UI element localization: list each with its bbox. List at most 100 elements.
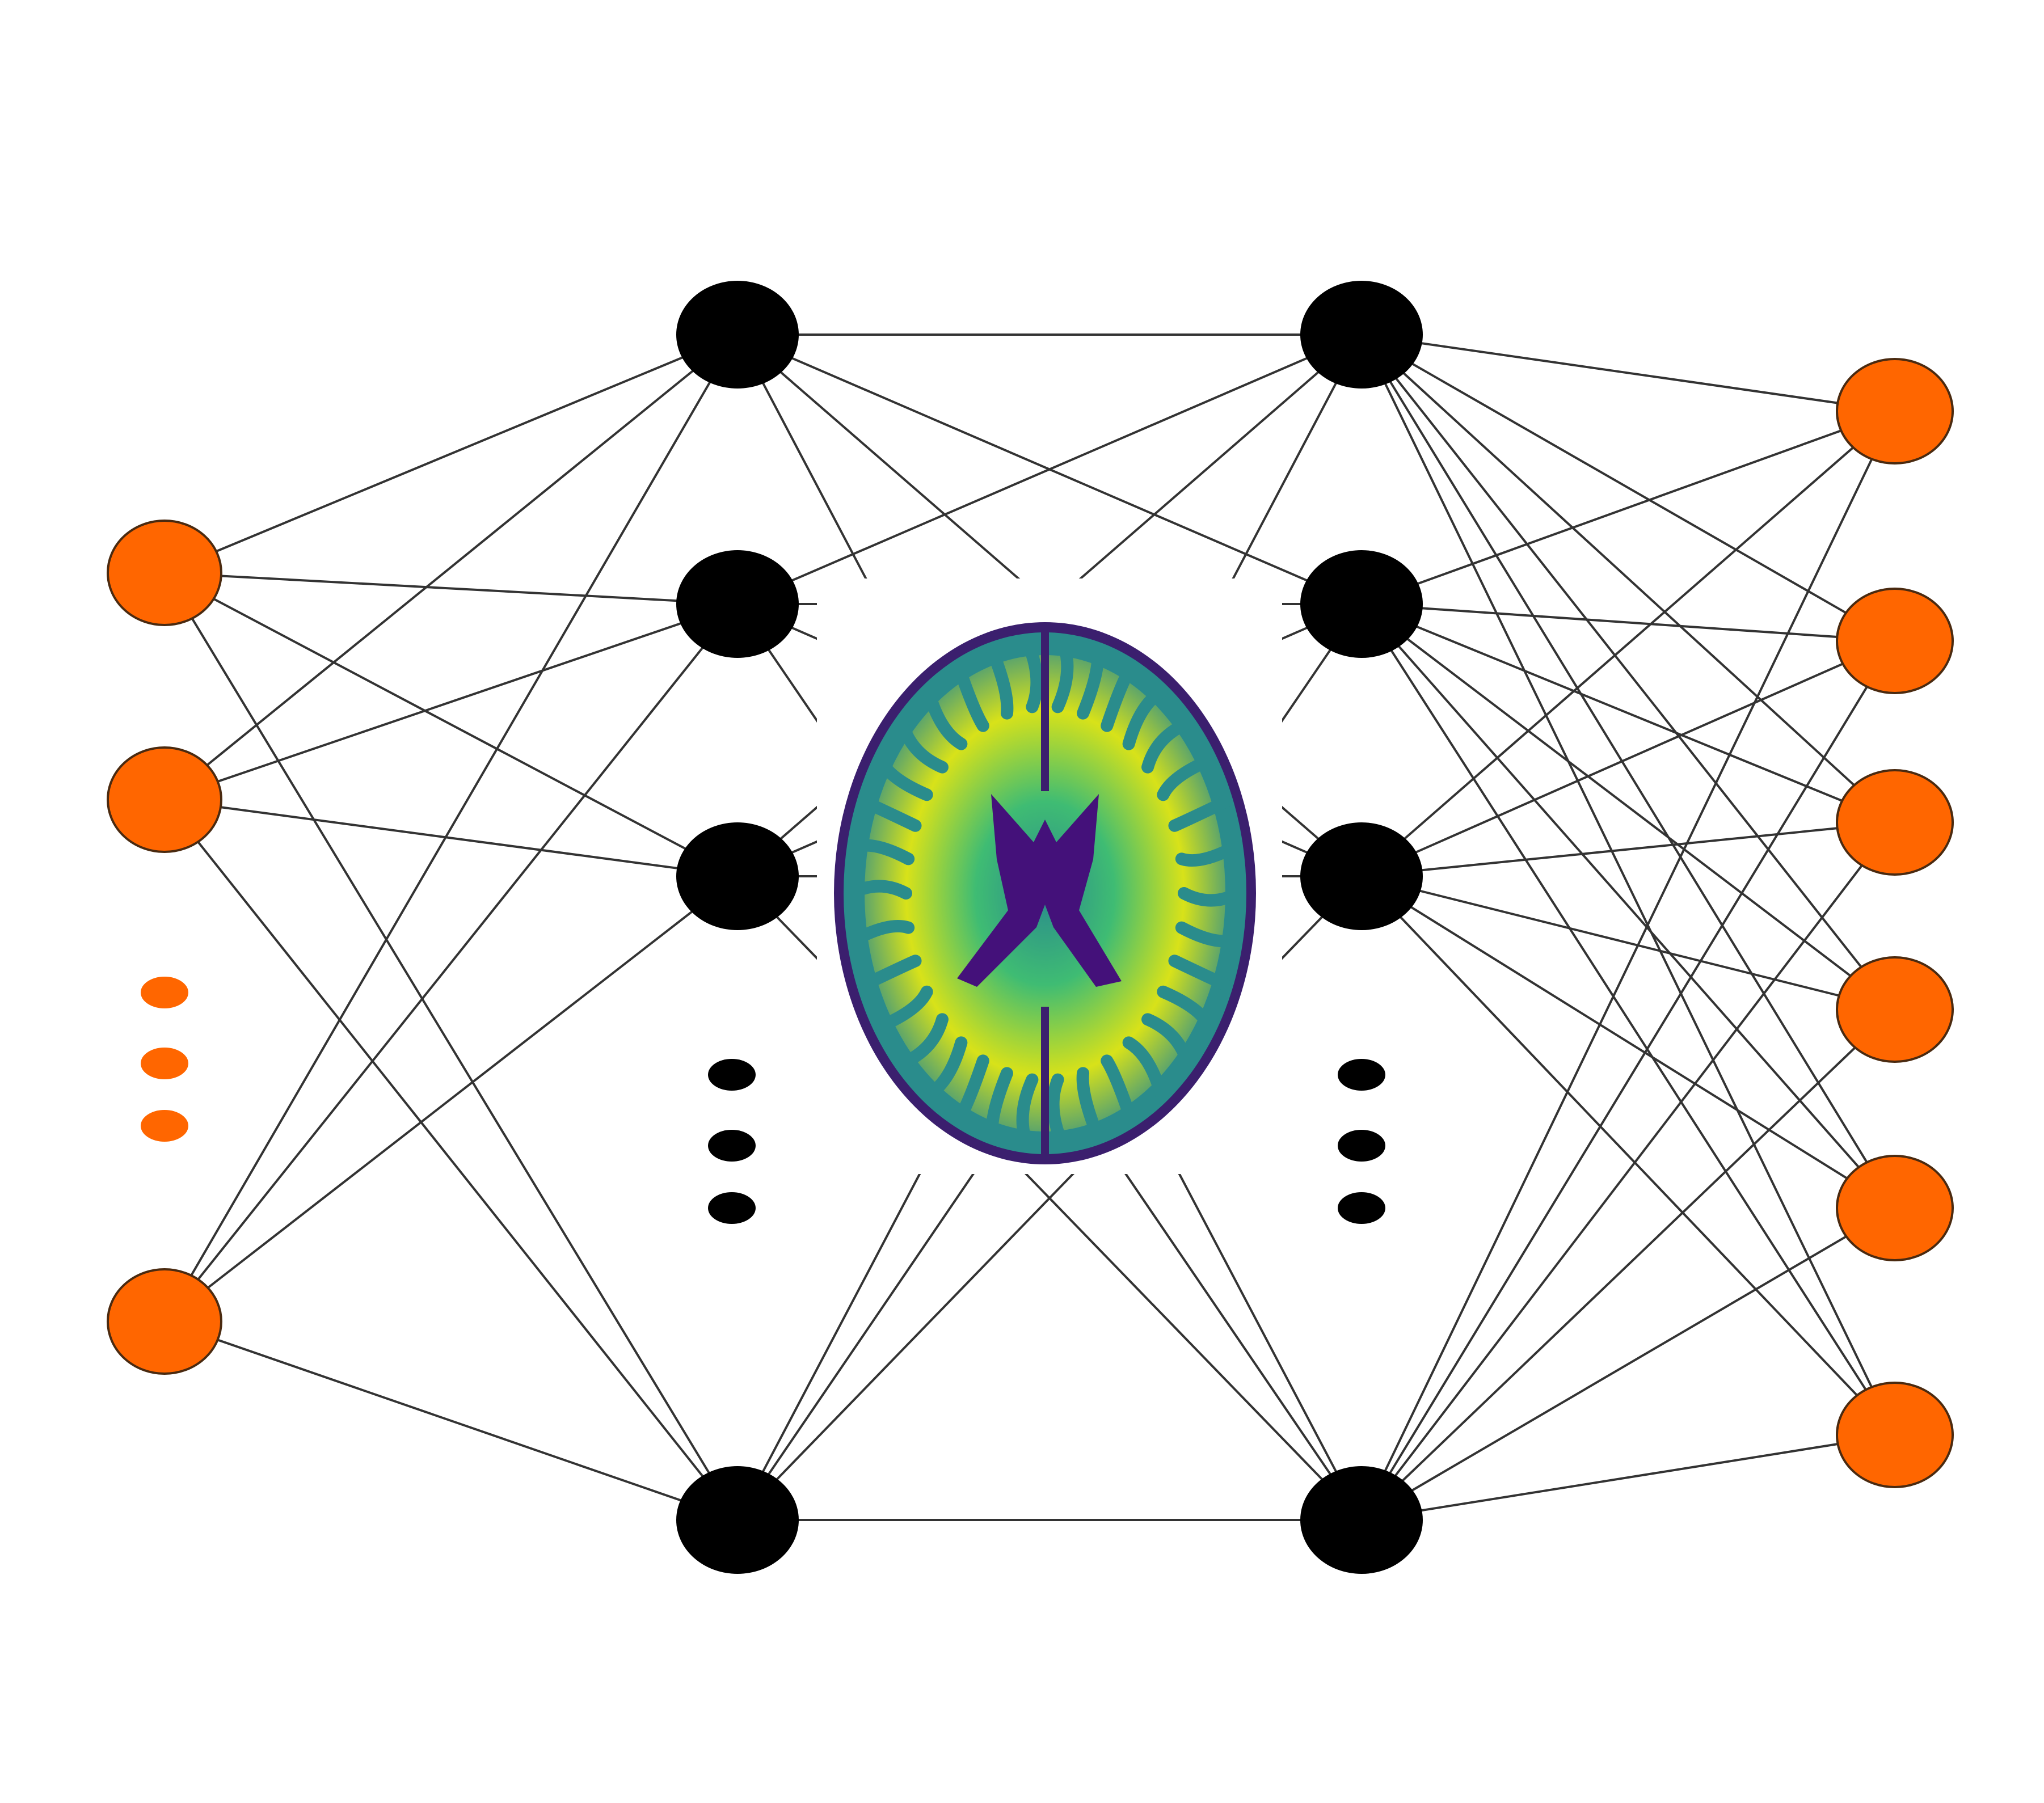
sulcus-3 xyxy=(1168,955,1232,991)
input-ellipsis-dot-3 xyxy=(141,1110,188,1142)
edge-hidden2-4-to-output-4 xyxy=(1360,1008,1896,1521)
sulcus-31 xyxy=(1141,717,1194,774)
edge-input-2-to-hidden1-2 xyxy=(164,603,738,801)
sulcus-6 xyxy=(1122,1036,1168,1101)
sulcus-5 xyxy=(1141,1013,1194,1070)
hidden1-node-3 xyxy=(676,822,799,930)
edge-hidden2-3-to-output-3 xyxy=(1361,821,1895,877)
sulcus-19 xyxy=(849,839,915,865)
sulcus-13 xyxy=(922,1036,968,1101)
edge-hidden2-2-to-output-2 xyxy=(1361,603,1895,642)
edge-hidden2-4-to-output-1 xyxy=(1360,411,1896,1521)
edge-hidden1-2-to-hidden2-1 xyxy=(737,333,1362,605)
hidden2-ellipsis-dot-3 xyxy=(1338,1192,1385,1224)
edge-hidden2-1-to-output-5 xyxy=(1360,333,1896,1209)
network-nodes xyxy=(107,281,1954,1574)
edge-input-3-to-hidden1-3 xyxy=(163,875,739,1323)
input-node-2 xyxy=(107,746,222,853)
output-node-1 xyxy=(1836,358,1954,465)
edge-hidden2-4-to-output-2 xyxy=(1360,640,1896,1521)
sulcus-8 xyxy=(1076,1067,1105,1143)
edge-hidden2-2-to-output-1 xyxy=(1361,410,1895,605)
sulcus-24 xyxy=(953,661,989,732)
edge-hidden2-1-to-output-4 xyxy=(1360,333,1896,1011)
output-node-5 xyxy=(1836,1155,1954,1261)
sulcus-15 xyxy=(874,985,933,1033)
sulcus-21 xyxy=(874,754,933,801)
output-node-4 xyxy=(1836,956,1954,1063)
output-node-2 xyxy=(1836,588,1954,694)
hidden2-node-4 xyxy=(1300,1466,1423,1574)
sulcus-33 xyxy=(1168,796,1232,832)
sulcus-22 xyxy=(896,717,949,774)
hidden2-ellipsis-dot-2 xyxy=(1338,1130,1385,1162)
brain-sulci xyxy=(846,635,1244,1151)
edge-input-2-to-hidden1-3 xyxy=(164,799,738,877)
edge-hidden2-2-to-output-5 xyxy=(1360,603,1896,1209)
sulcus-25 xyxy=(985,644,1014,720)
edge-input-1-to-hidden1-3 xyxy=(164,572,738,877)
sulcus-29 xyxy=(1101,661,1137,732)
output-node-6 xyxy=(1836,1382,1954,1488)
edge-hidden2-1-to-output-6 xyxy=(1360,334,1896,1435)
edge-hidden2-1-to-output-3 xyxy=(1360,333,1896,824)
hidden1-node-4 xyxy=(676,1466,799,1574)
edge-input-1-to-hidden1-1 xyxy=(164,333,738,574)
input-node-3 xyxy=(107,1268,222,1375)
edge-hidden2-3-to-output-6 xyxy=(1360,875,1896,1436)
sulcus-17 xyxy=(849,919,915,946)
edge-hidden2-3-to-output-1 xyxy=(1360,410,1896,877)
edge-hidden2-2-to-output-6 xyxy=(1360,603,1896,1436)
input-ellipsis-dot-2 xyxy=(141,1048,188,1079)
sulcus-20 xyxy=(858,796,922,832)
hidden1-ellipsis-dot-1 xyxy=(708,1059,756,1091)
edge-hidden2-3-to-output-5 xyxy=(1360,875,1896,1209)
edge-input-1-to-hidden1-4 xyxy=(163,572,739,1521)
edge-hidden2-4-to-output-3 xyxy=(1360,821,1896,1521)
sulcus-2 xyxy=(1175,921,1241,948)
sulcus-9 xyxy=(1047,1073,1069,1151)
edge-input-2-to-hidden1-4 xyxy=(163,799,739,1521)
edge-hidden2-4-to-output-5 xyxy=(1360,1207,1896,1521)
sulcus-27 xyxy=(1051,635,1074,713)
edge-hidden2-3-to-output-2 xyxy=(1361,640,1895,877)
hidden2-node-1 xyxy=(1300,281,1423,389)
edge-hidden2-1-to-output-1 xyxy=(1361,333,1895,412)
sulcus-14 xyxy=(896,1013,949,1070)
edge-hidden2-4-to-output-6 xyxy=(1361,1434,1895,1521)
sulcus-28 xyxy=(1077,644,1105,720)
brain-mri-image xyxy=(817,579,1282,1174)
edge-hidden2-1-to-output-2 xyxy=(1361,333,1895,642)
edge-input-2-to-hidden1-1 xyxy=(163,333,739,801)
sulcus-7 xyxy=(1101,1054,1137,1126)
hidden2-ellipsis-dot-1 xyxy=(1338,1059,1385,1091)
sulcus-4 xyxy=(1157,985,1216,1033)
hidden2-node-2 xyxy=(1300,550,1423,658)
sulcus-1 xyxy=(1178,887,1244,907)
layer-ellipses xyxy=(141,977,1385,1224)
sulcus-11 xyxy=(985,1067,1013,1143)
sulcus-10 xyxy=(1016,1073,1039,1151)
hidden2-node-3 xyxy=(1300,822,1423,930)
hidden1-node-1 xyxy=(676,281,799,389)
input-node-1 xyxy=(107,520,222,626)
brain-ventricles xyxy=(957,794,1122,987)
sulcus-32 xyxy=(1157,754,1216,801)
edge-hidden2-3-to-output-4 xyxy=(1361,875,1895,1011)
output-node-3 xyxy=(1836,769,1954,876)
hidden1-node-2 xyxy=(676,550,799,658)
sulcus-18 xyxy=(846,880,912,900)
sulcus-26 xyxy=(1021,635,1043,713)
sulcus-34 xyxy=(1175,841,1241,867)
edge-input-3-to-hidden1-4 xyxy=(164,1320,738,1521)
edge-input-3-to-hidden1-2 xyxy=(163,603,739,1323)
sulcus-16 xyxy=(858,955,922,991)
sulcus-23 xyxy=(922,685,968,750)
edge-input-1-to-hidden1-2 xyxy=(164,572,738,605)
sulcus-12 xyxy=(953,1054,989,1126)
sulcus-30 xyxy=(1122,685,1168,750)
input-ellipsis-dot-1 xyxy=(141,977,188,1008)
hidden1-ellipsis-dot-2 xyxy=(708,1130,756,1162)
edge-input-3-to-hidden1-1 xyxy=(163,333,739,1323)
